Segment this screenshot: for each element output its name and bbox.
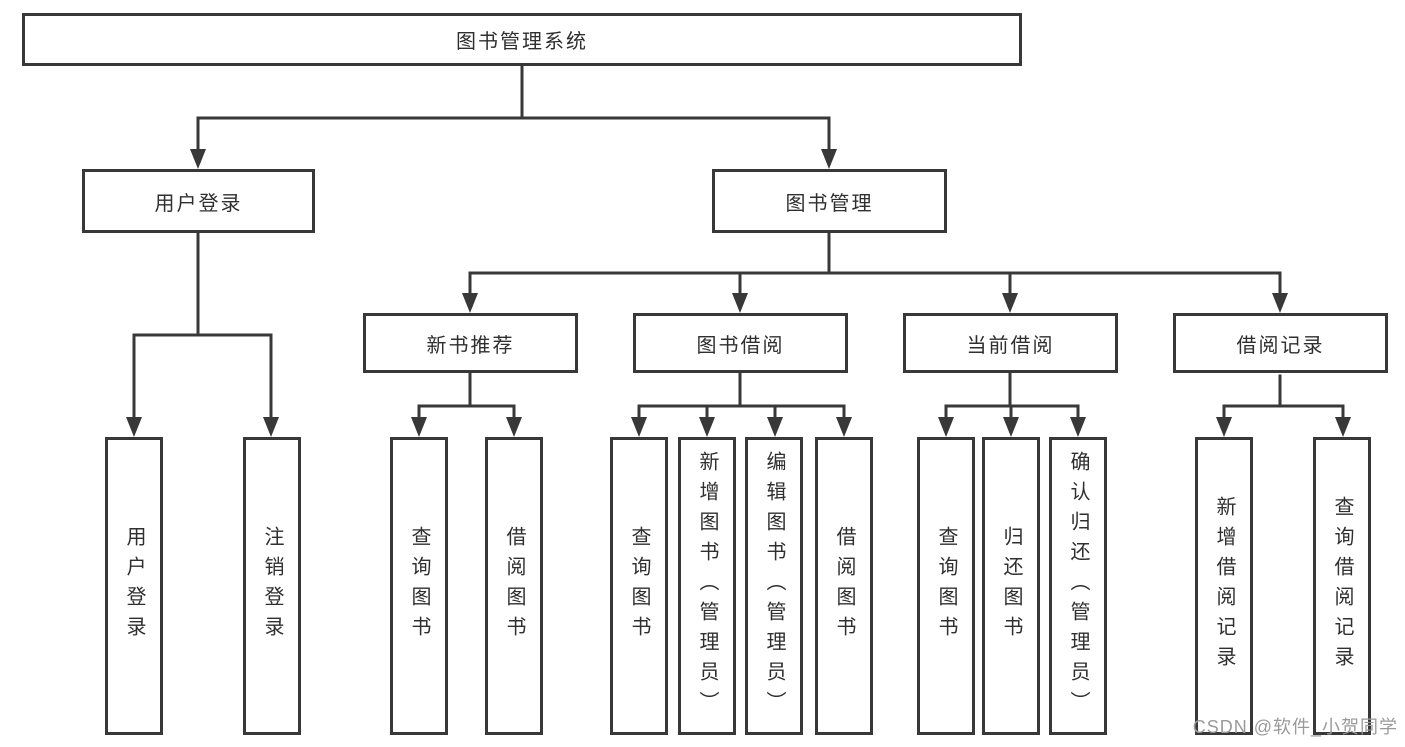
node-book-borrow: 图书借阅 (633, 313, 848, 373)
connector-current-borrow-children (944, 371, 1080, 421)
node-label: 图书借阅 (696, 334, 785, 357)
node-borrow-records: 借阅记录 (1173, 313, 1388, 373)
node-label: 归还图书 (1000, 526, 1022, 646)
node-library-management-system: 图书管理系统 (22, 13, 1022, 66)
node-label: 当前借阅 (966, 334, 1055, 357)
leaf-add-book-admin: 新增图书（管理员） (678, 437, 736, 735)
arrow-down-icon (836, 417, 852, 437)
connector-borrow-records-children (1222, 374, 1345, 421)
leaf-return-book: 归还图书 (982, 437, 1040, 735)
node-label: 查询图书 (628, 526, 650, 646)
connector-book-borrow-children (637, 372, 846, 421)
arrow-down-icon (411, 417, 427, 437)
arrow-down-icon (1070, 417, 1086, 437)
arrow-down-icon (938, 417, 954, 437)
node-label: 借阅图书 (503, 526, 525, 646)
arrow-down-icons (126, 149, 1351, 437)
arrow-down-icon (631, 417, 647, 437)
node-current-borrow: 当前借阅 (903, 313, 1118, 373)
node-label: 借阅图书 (833, 526, 855, 646)
node-label: 查询图书 (935, 526, 957, 646)
leaf-query-borrow-record: 查询借阅记录 (1313, 437, 1371, 735)
arrow-down-icon (1272, 293, 1288, 313)
leaf-query-books-borrow: 查询图书 (610, 437, 668, 735)
leaf-logout: 注销登录 (243, 437, 301, 735)
node-label: 查询借阅记录 (1331, 496, 1353, 676)
leaf-borrow-books-recommend: 借阅图书 (485, 437, 543, 735)
node-label: 新增借阅记录 (1213, 496, 1235, 676)
node-label: 注销登录 (261, 526, 283, 646)
node-label: 借阅记录 (1236, 334, 1325, 357)
arrow-down-icon (126, 417, 142, 437)
leaf-confirm-return-admin: 确认归还（管理员） (1049, 437, 1107, 735)
arrow-down-icon (821, 149, 837, 169)
arrow-down-icon (1002, 293, 1018, 313)
arrow-down-icon (732, 293, 748, 313)
arrow-down-icon (767, 417, 783, 437)
node-label: 用户登录 (123, 526, 145, 646)
arrow-down-icon (1003, 417, 1019, 437)
node-label: 新书推荐 (426, 334, 515, 357)
node-user-login: 用户登录 (82, 169, 315, 233)
connector-root-to-level2 (196, 64, 831, 153)
leaf-query-books-recommend: 查询图书 (390, 437, 448, 735)
arrow-down-icon (506, 417, 522, 437)
connector-user-login-children (132, 231, 273, 421)
node-book-management: 图书管理 (712, 169, 947, 233)
node-label: 图书管理系统 (456, 31, 588, 53)
leaf-borrow-books: 借阅图书 (815, 437, 873, 735)
arrow-down-icon (263, 417, 279, 437)
leaf-query-books-current: 查询图书 (917, 437, 975, 735)
arrow-down-icon (1335, 417, 1351, 437)
connector-book-management-children (468, 231, 1282, 297)
arrow-down-icon (462, 293, 478, 313)
node-label: 新增图书（管理员） (696, 451, 718, 721)
connector-new-book-recommend-children (417, 371, 516, 421)
leaf-add-borrow-record: 新增借阅记录 (1195, 437, 1253, 735)
arrow-down-icon (190, 149, 206, 169)
node-label: 编辑图书（管理员） (763, 451, 785, 721)
node-label: 用户登录 (154, 192, 243, 215)
csdn-watermark: CSDN @软件_小贺同学 (1192, 717, 1398, 737)
node-label: 查询图书 (408, 526, 430, 646)
node-label: 图书管理 (785, 192, 874, 215)
node-new-book-recommend: 新书推荐 (363, 313, 578, 373)
arrow-down-icon (1216, 417, 1232, 437)
leaf-edit-book-admin: 编辑图书（管理员） (745, 437, 803, 735)
arrow-down-icon (699, 417, 715, 437)
leaf-user-login: 用户登录 (105, 437, 163, 735)
node-label: 确认归还（管理员） (1067, 451, 1089, 721)
